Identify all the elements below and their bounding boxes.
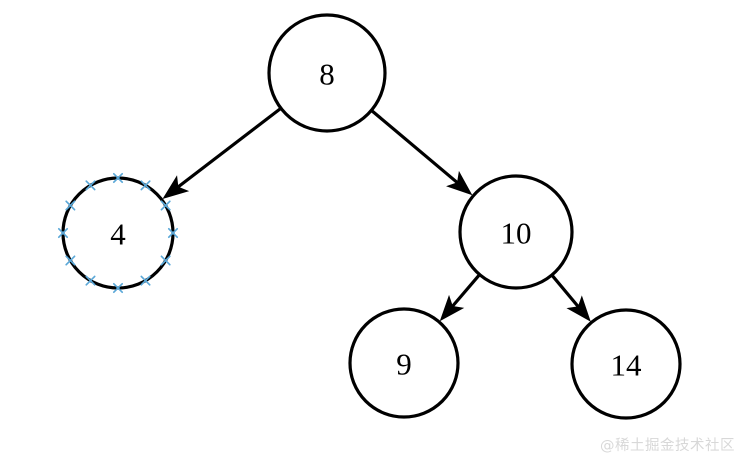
tree-node-9[interactable]: 9 [348,307,460,419]
arrow-head-icon [439,294,465,322]
edge-line [551,274,580,309]
resize-handle-icon[interactable] [160,255,171,266]
resize-handle-icon[interactable] [65,200,76,211]
arrow-head-icon [566,295,591,322]
resize-handle-icon[interactable] [140,275,151,286]
edge-line [450,274,481,308]
node-label: 8 [319,57,335,92]
edge-8-to-4[interactable] [162,107,282,199]
tree-node-10[interactable]: 10 [458,174,574,290]
resize-handle-icon[interactable] [160,200,171,211]
resize-handle-icon[interactable] [85,275,96,286]
watermark-text: @稀土掘金技术社区 [600,438,735,454]
tree-node-8[interactable]: 8 [267,13,387,133]
edges-layer [162,107,591,322]
resize-handle-icon[interactable] [65,255,76,266]
tree-node-14[interactable]: 14 [570,308,682,420]
edge-10-to-14[interactable] [551,274,591,322]
selection-handles-4[interactable] [57,172,179,294]
node-label: 10 [501,216,532,251]
node-circle[interactable] [267,13,387,133]
node-label: 14 [611,348,643,383]
edge-line [371,109,459,185]
resize-handle-icon[interactable] [85,180,96,191]
node-circle[interactable] [570,308,682,420]
resize-handle-icon[interactable] [112,172,124,184]
tree-node-4[interactable]: 4 [61,176,175,290]
arrow-head-icon [446,170,473,196]
edge-line [176,107,282,189]
node-label: 4 [110,217,126,252]
node-circle[interactable] [348,307,460,419]
resize-handle-icon[interactable] [57,227,69,239]
edge-10-to-9[interactable] [439,274,481,322]
node-label: 9 [396,347,412,382]
resize-handle-icon[interactable] [140,180,151,191]
nodes-layer: 8 4 10 9 14 [61,13,682,420]
arrow-head-icon [162,175,190,199]
node-circle[interactable] [458,174,574,290]
resize-handle-icon[interactable] [112,282,124,294]
resize-handle-icon[interactable] [167,227,179,239]
edge-8-to-10[interactable] [371,109,473,196]
selection-handles-layer [57,172,179,294]
